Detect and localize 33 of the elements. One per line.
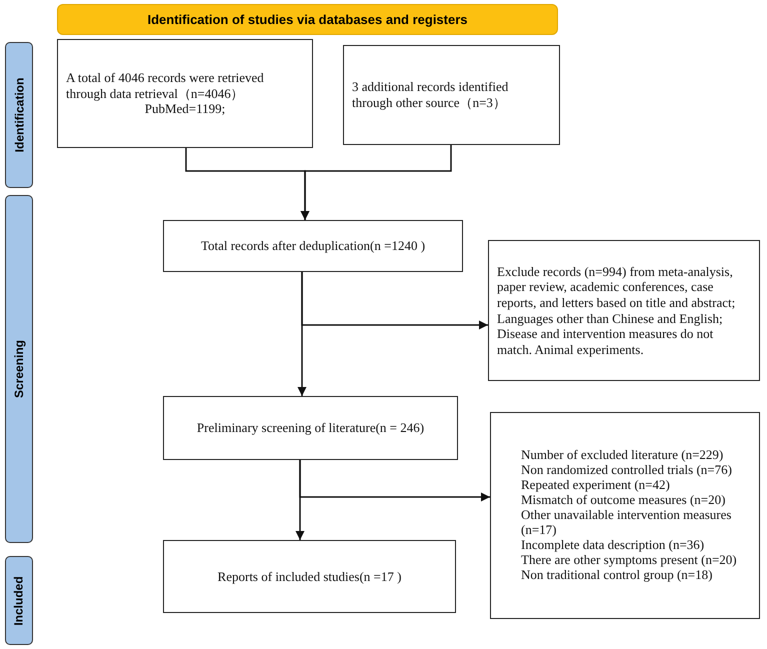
box-text: PubMed=1199; <box>144 101 226 117</box>
arrow <box>298 272 306 396</box>
box-text: Reports of included studies(n =17 ) <box>216 568 402 584</box>
phase-label: Screening <box>12 340 26 398</box>
box-text: Total records after deduplication(n =1240 ) <box>200 238 426 254</box>
box-text: Preliminary screening of literature(n = 246) <box>196 420 426 436</box>
box-text: Exclude records (n=994) from meta-analysis, paper review, academic conferences, case reports, and letters based on title and abstract; Languages other than Chinese and English; Disease and intervention measures do not match. Animal experiments. <box>497 264 736 358</box>
box-text: A total of 4046 records were retrieved through data retrieval（n=4046） <box>66 70 265 102</box>
process-box <box>490 412 760 619</box>
process-box <box>163 220 463 272</box>
box-text: Non randomized controlled trials (n=76) <box>520 463 733 478</box>
section-header-bar <box>57 4 558 35</box>
process-box <box>163 540 456 613</box>
process-box <box>343 45 560 145</box>
header-text: Identification of studies via databases and registers <box>147 12 468 27</box>
process-box <box>488 240 760 381</box>
process-box <box>57 39 313 148</box>
arrow <box>300 145 452 220</box>
box-text: Repeated experiment (n=42) <box>520 478 671 494</box>
box-text: 3 additional records identified through other source（n=3） <box>352 79 510 111</box>
phase-label-band <box>5 556 33 645</box>
box-text: Number of excluded literature (n=229) <box>520 448 724 464</box>
phase-label-band <box>5 195 33 543</box>
arrow <box>296 460 304 540</box>
phase-label-band <box>5 42 33 188</box>
box-text: Mismatch of outcome measures (n=20) <box>520 493 726 508</box>
box-text: Incomplete data description (n=36) <box>520 538 706 553</box>
process-box <box>163 396 458 460</box>
phase-label: Identification <box>12 78 26 152</box>
box-text: There are other symptoms present (n=20) <box>520 552 738 568</box>
box-text: Other unavailable intervention measures (n=17) <box>520 508 732 538</box>
box-text: Non traditional control group (n=18) <box>520 568 712 583</box>
phase-label: Included <box>12 576 26 626</box>
